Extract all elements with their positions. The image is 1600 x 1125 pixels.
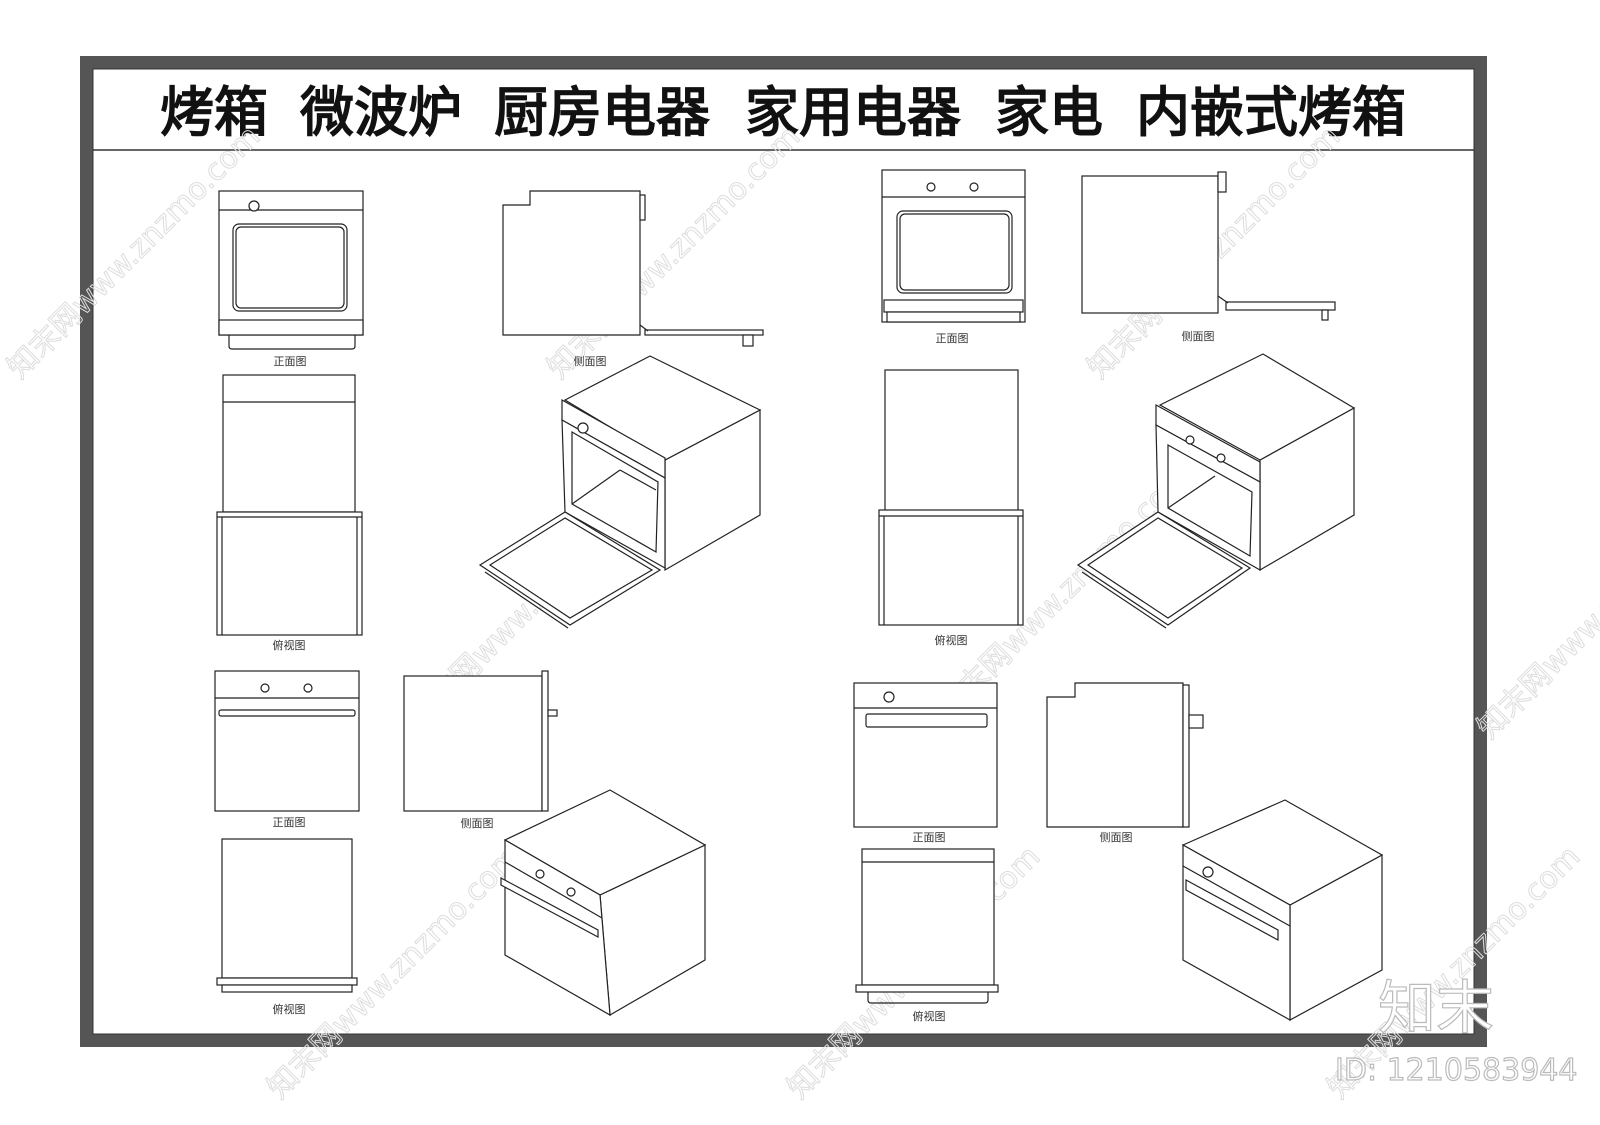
oven-4-front-view: 正面图: [853, 682, 998, 844]
oven-2-top-view: 俯视图: [878, 369, 1024, 647]
title-segment: 微波炉: [299, 81, 462, 144]
title-segment: 烤箱: [160, 81, 268, 144]
oven-4-top-view: 俯视图: [855, 848, 999, 1023]
oven-2-front-view: 正面图: [881, 169, 1026, 345]
oven-3-top-view: 俯视图: [216, 838, 358, 1016]
oven-3-side-view: 侧面图: [403, 670, 558, 830]
title-segment: 厨房电器: [494, 81, 711, 144]
top-view-label: 俯视图: [273, 1002, 306, 1016]
front-view-label: 正面图: [936, 332, 969, 345]
oven-2-side-view: 侧面图: [1081, 171, 1336, 343]
logo-text: 知末: [1378, 974, 1494, 1042]
side-view-label: 侧面图: [1182, 330, 1215, 343]
title-segment: 家电: [995, 81, 1103, 144]
side-view-label: 侧面图: [1100, 831, 1133, 844]
oven-1-isometric-view: [478, 355, 762, 629]
site-logo: 知末 ID: 1210583944: [1334, 973, 1578, 1088]
top-view-label: 俯视图: [273, 638, 306, 652]
oven-3-isometric-view: [500, 789, 707, 1017]
oven-1-top-view: 俯视图: [216, 374, 363, 652]
page-title: 烤箱 微波炉 厨房电器 家用电器 家电 内嵌式烤箱: [160, 81, 1406, 144]
oven-4-isometric-view: [1181, 799, 1384, 1022]
oven-1-side-view: 侧面图: [502, 190, 764, 368]
watermark: 知末网www.znzmo.com: [1471, 479, 1600, 745]
oven-2-isometric-view: [1076, 353, 1356, 629]
front-view-label: 正面图: [273, 816, 306, 829]
top-view-label: 俯视图: [913, 1009, 946, 1023]
title-segment: 内嵌式烤箱: [1136, 81, 1406, 144]
front-view-label: 正面图: [913, 831, 946, 844]
side-view-label: 侧面图: [461, 817, 494, 830]
front-view-label: 正面图: [274, 355, 307, 368]
title-segment: 家用电器: [745, 81, 962, 144]
oven-3-front-view: 正面图: [214, 670, 360, 829]
side-view-label: 侧面图: [574, 355, 607, 368]
oven-1-front-view: 正面图: [218, 190, 364, 368]
top-view-label: 俯视图: [935, 633, 968, 647]
oven-4-side-view: 侧面图: [1046, 682, 1204, 844]
asset-id: ID: 1210583944: [1335, 1053, 1577, 1088]
